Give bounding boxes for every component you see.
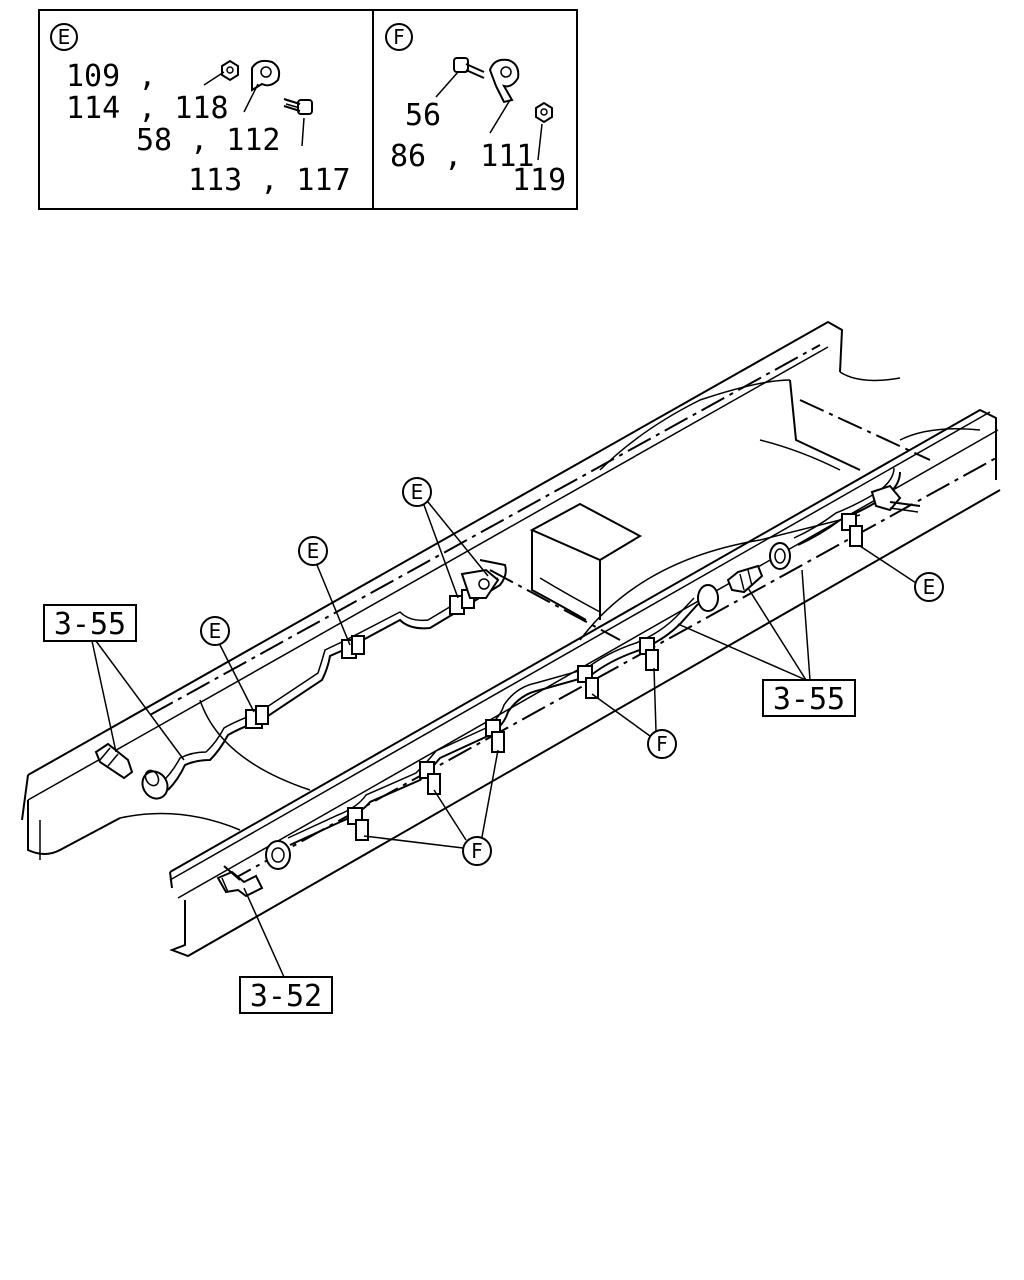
- legend-box: [38, 9, 578, 210]
- ref-box-3-55-right[interactable]: 3-55: [677, 569, 856, 717]
- callout-f-right: F: [591, 667, 677, 759]
- legend-f-letter: F: [393, 25, 405, 49]
- callout-f-left: F: [363, 749, 499, 866]
- legend-f-marker: [385, 23, 413, 51]
- clip-icon: [577, 665, 599, 699]
- pipe-fitting-icon: [697, 584, 719, 612]
- svg-text:F: F: [471, 839, 483, 863]
- crossmember: [199, 379, 861, 791]
- legend-e-label-1: 109 ,: [66, 59, 156, 94]
- legend-e-letter: E: [58, 25, 71, 49]
- legend-f-label-3: 119: [512, 163, 566, 198]
- callout-e-top: E: [402, 477, 489, 599]
- clip-icon: [639, 637, 659, 671]
- connector-icon: [94, 742, 134, 780]
- ref-box-3-55-left[interactable]: 3-55: [43, 604, 185, 761]
- frame-right-rail: [169, 371, 1001, 958]
- legend-f-label-2: 86 , 111: [390, 139, 535, 174]
- tee-connector-icon: [216, 865, 264, 898]
- frame-left-rail: [21, 320, 844, 860]
- bolt-icon: [453, 57, 485, 79]
- clip-icon: [341, 635, 365, 659]
- clip-icon: [841, 513, 863, 547]
- callout-e-left: E: [200, 616, 255, 713]
- svg-text:3-55: 3-55: [54, 607, 126, 642]
- clip-icon: [449, 568, 500, 615]
- callout-e-right: E: [859, 545, 944, 602]
- svg-text:E: E: [923, 575, 936, 599]
- brake-pipe-left: [94, 559, 507, 800]
- svg-text:F: F: [656, 732, 668, 756]
- clip-icon: [488, 58, 520, 104]
- clip-icon: [347, 807, 369, 841]
- bolt-icon: [283, 98, 313, 115]
- pipe-fitting-icon: [265, 840, 291, 870]
- clip-icon: [251, 59, 281, 92]
- pipe-fitting-icon: [769, 542, 791, 570]
- nut-icon: [535, 101, 553, 124]
- svg-text:3-52: 3-52: [250, 979, 322, 1014]
- legend-panel-f: F 56 86 , 111 119: [385, 23, 566, 198]
- legend-e-label-3: 58 , 112: [136, 123, 281, 158]
- legend-e-label-4: 113 , 117: [188, 163, 351, 198]
- connector-icon: [726, 564, 764, 594]
- svg-text:E: E: [307, 539, 320, 563]
- clip-icon: [419, 761, 441, 795]
- svg-text:E: E: [209, 619, 222, 643]
- svg-text:3-55: 3-55: [773, 682, 845, 717]
- legend-e-marker: [50, 23, 78, 51]
- legend-e-label-2: 114 , 118: [66, 91, 229, 126]
- ref-box-3-52[interactable]: 3-52: [239, 887, 333, 1014]
- clip-icon: [485, 719, 505, 753]
- brake-pipe-right: [216, 467, 921, 898]
- bracket-icon: [870, 484, 921, 513]
- svg-text:E: E: [411, 480, 424, 504]
- pipe-fitting-icon: [141, 769, 169, 800]
- callout-e-mid: E: [298, 536, 351, 646]
- nut-icon: [221, 59, 239, 82]
- clip-icon: [245, 705, 269, 729]
- legend-f-label-1: 56: [405, 98, 441, 133]
- legend-panel-e: E 109 , 114 , 118 58 , 112 113 , 117: [50, 23, 351, 198]
